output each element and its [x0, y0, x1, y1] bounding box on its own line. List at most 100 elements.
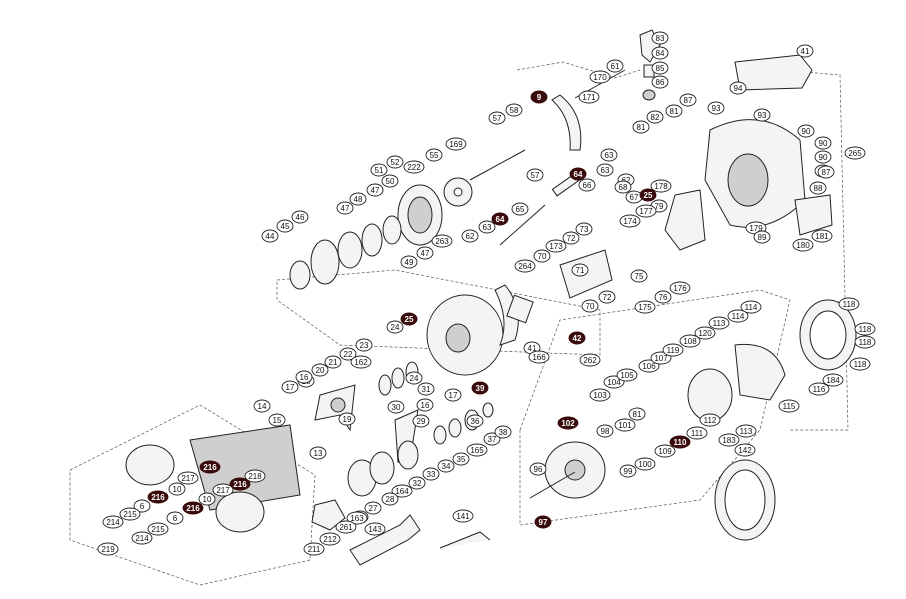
callout-bubble [797, 124, 815, 138]
callout-number: 71 [576, 266, 585, 275]
callout-number: 263 [435, 237, 449, 246]
callout-bubble [381, 492, 399, 506]
callout-label: 73 [575, 222, 593, 236]
callout-bubble [718, 433, 740, 447]
callout-number: 14 [258, 402, 267, 411]
callout-number: 102 [561, 419, 575, 428]
callout-bubble [530, 90, 548, 104]
callout-bubble [814, 136, 832, 150]
callout-bubble [854, 322, 876, 336]
callout-number: 49 [405, 258, 414, 267]
callout-bubble [370, 163, 388, 177]
callout-bubble [364, 522, 386, 536]
callout-number: 112 [704, 416, 717, 425]
callout-label-highlight: 42 [568, 331, 586, 345]
callout-number: 75 [635, 272, 644, 281]
callout-bubble [514, 259, 536, 273]
callout-bubble [808, 382, 830, 396]
callout-number: 222 [407, 163, 421, 172]
callout-number: 212 [323, 535, 337, 544]
washer-49 [382, 215, 402, 245]
callout-number: 94 [734, 84, 743, 93]
callout-number: 116 [813, 385, 826, 394]
callout-bubble [638, 359, 660, 373]
callout-label: 81 [632, 120, 650, 134]
callout-bubble [119, 507, 141, 521]
callout-bubble [578, 178, 596, 192]
callout-bubble [614, 180, 632, 194]
callout-label: 262 [579, 353, 601, 367]
callout-bubble [303, 542, 325, 556]
callout-bubble [838, 297, 860, 311]
callout-number: 63 [601, 166, 610, 175]
callout-number: 171 [582, 93, 596, 102]
callout-number: 217 [216, 486, 230, 495]
callout-number: 216 [186, 504, 200, 513]
callout-label: 65 [511, 202, 529, 216]
callout-number: 88 [814, 184, 823, 193]
callout-bubble [598, 290, 616, 304]
callout-number: 264 [518, 262, 532, 271]
callout-bubble [483, 432, 501, 446]
callout-bubble [431, 234, 453, 248]
washer-44 [289, 260, 311, 290]
callout-label: 184 [822, 373, 844, 387]
callout-bubble [562, 231, 580, 245]
callout-label-highlight: 39 [471, 381, 489, 395]
callout-bubble [811, 229, 833, 243]
callout-label-highlight: 216 [229, 477, 251, 491]
callout-bubble [452, 509, 474, 523]
callout-label: 94 [729, 81, 747, 95]
callout-label: 181 [811, 229, 833, 243]
callout-bubble [844, 146, 866, 160]
callout-bubble [630, 269, 648, 283]
callout-label: 58 [505, 103, 523, 117]
callout-number: 72 [603, 293, 612, 302]
callout-number: 83 [656, 34, 665, 43]
callout-bubble [461, 229, 479, 243]
callout-number: 180 [796, 241, 810, 250]
callout-number: 90 [819, 153, 828, 162]
callout-number: 62 [466, 232, 475, 241]
callout-bubble [336, 201, 354, 215]
callout-number: 89 [758, 233, 767, 242]
callout-number: 72 [567, 234, 576, 243]
spool-shaft-part [529, 471, 576, 499]
callout-label: 214 [131, 531, 153, 545]
callout-bubble [729, 81, 747, 95]
callout-bubble [753, 230, 771, 244]
callout-number: 261 [339, 523, 353, 532]
callout-number: 36 [471, 417, 480, 426]
callout-label: 67 [625, 190, 643, 204]
callout-number: 162 [354, 358, 368, 367]
callout-bubble [364, 501, 382, 515]
callout-label: 16 [416, 398, 434, 412]
callout-label: 29 [412, 414, 430, 428]
callout-label: 90 [797, 124, 815, 138]
callout-number: 113 [713, 319, 726, 328]
callout-number: 81 [637, 123, 646, 132]
callout-label: 93 [753, 108, 771, 122]
callout-label: 118 [838, 297, 860, 311]
callout-label: 178 [650, 179, 672, 193]
callout-label: 106 [638, 359, 660, 373]
callout-number: 10 [173, 485, 182, 494]
callout-bubble [212, 483, 234, 497]
callout-bubble [619, 214, 641, 228]
pinion-shaft-part [499, 204, 546, 246]
callout-number: 173 [549, 242, 563, 251]
callout-label: 24 [405, 371, 423, 385]
callout-bubble [654, 444, 676, 458]
callout-label: 46 [291, 210, 309, 224]
callout-number: 76 [659, 293, 668, 302]
callout-label: 81 [665, 104, 683, 118]
callout-label-highlight: 102 [557, 416, 579, 430]
callout-label: 177 [635, 204, 657, 218]
callout-number: 64 [574, 170, 583, 179]
callout-label: 27 [364, 501, 382, 515]
callout-bubble [416, 398, 434, 412]
callout-number: 216 [151, 493, 165, 502]
callout-bubble [606, 59, 624, 73]
plate-25-part [664, 189, 706, 251]
callout-number: 178 [654, 182, 668, 191]
